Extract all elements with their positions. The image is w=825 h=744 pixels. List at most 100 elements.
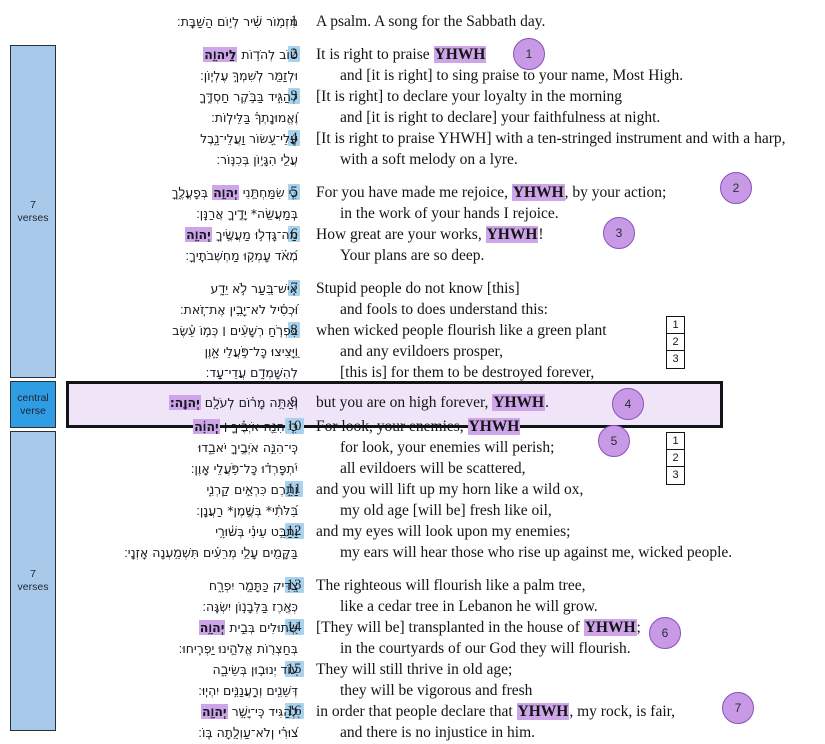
hebrew-line-v4-1: עֲֽלֵי־עָ֭שׂוֹר וַעֲלֵי־נָ֑בֶל <box>200 131 298 146</box>
verse-number-label: 1 <box>290 13 298 29</box>
divine-name-hebrew: יְהוָ֑ה <box>200 704 228 719</box>
hebrew-text: כִּ֤י שִׂמַּחְתַּ֣נִי <box>238 185 298 200</box>
sidebar-bar-upper-label-line1: 7 <box>30 198 36 211</box>
hebrew-line-v10-2: כִּֽי־הִנֵּ֣ה אֹיְבֶ֣יךָ יֹאבֵ֑דוּ <box>197 440 298 455</box>
verse-number-label: 15 <box>284 661 304 677</box>
english-line-v15-1: They will still thrive in old age; <box>316 659 816 680</box>
verse-number-label: 7 <box>288 280 300 296</box>
verse-number-label: 4 <box>288 130 300 146</box>
divine-name-hebrew: לַיהוָ֑ה <box>203 47 238 62</box>
english-line-v6-2: Your plans are so deep. <box>316 245 825 266</box>
english-text: [It is right to praise YHWH] with a ten-… <box>316 130 786 147</box>
divine-name-marker-circle-5: 5 <box>598 425 630 457</box>
hebrew-text: ט֗וֹב לְהֹד֥וֹת <box>237 47 298 62</box>
hebrew-line-v11-1: וַתָּ֣רֶם כִּרְאֵ֣ים קַרְנִ֑י <box>206 482 298 497</box>
sidebar-bar-lower-label-line2: verses <box>17 581 49 593</box>
english-text: for look, your enemies will perish; <box>340 439 555 456</box>
english-text: my old age [will be] fresh like oil, <box>340 502 552 519</box>
english-text: and any evildoers prosper, <box>340 343 503 360</box>
hebrew-line-v4-2: עֲלֵ֖י הִגָּי֣וֹן בְּכִנּֽוֹר׃ <box>216 152 298 167</box>
english-text: and [it is right to declare] your faithf… <box>340 109 661 126</box>
english-line-v7-2: and fools to does understand this: <box>316 299 825 320</box>
english-text: — <box>520 418 536 435</box>
hebrew-line-v15-2: דְּשֵׁנִ֖ים וְרַֽעֲנַנִּ֣ים יִהְיֽוּ׃ <box>198 683 298 698</box>
verse-number-label: 12 <box>284 523 304 539</box>
english-text: but you are on high forever, <box>316 394 493 411</box>
hebrew-line-v1-1: מִזְמ֥וֹר שִׁ֗יר לְי֣וֹם הַשַּׁבָּֽת׃ <box>177 14 298 29</box>
marker-circle-label: 5 <box>610 434 618 448</box>
english-line-v7-1: Stupid people do not know [this] <box>316 278 816 299</box>
english-text: For look, your enemies, <box>316 418 468 435</box>
hebrew-line-v16-1: לְ֭הַגִּיד כִּֽי־יָשָׁ֣ר יְהוָ֑ה <box>68 701 298 722</box>
divine-name-hebrew: יְהוָ֣ה <box>212 185 239 200</box>
verse-number-8: 8 <box>283 320 305 341</box>
english-line-v2-2: and [it is right] to sing praise to your… <box>316 65 825 86</box>
structure-sidebar: 7 verses central verse 7 verses <box>10 0 58 744</box>
english-line-v8-2: and any evildoers prosper, <box>316 341 825 362</box>
english-line-v16-2: and there is no injustice in him. <box>316 722 825 743</box>
divine-name-english: YHWH <box>433 46 487 63</box>
english-line-v3-2: and [it is right to declare] your faithf… <box>316 107 825 128</box>
divine-name-hebrew: יְהוָ֑ה <box>198 620 226 635</box>
hebrew-text: מַה־גָּדְל֣וּ מַעֲשֶׂ֣יךָ <box>211 227 298 242</box>
english-line-v14-1: [They will be] transplanted in the house… <box>316 617 816 638</box>
verse-number-6: 6 <box>283 224 305 245</box>
verse-number-9: 9 <box>283 392 305 413</box>
divine-name-english: YHWH <box>485 226 539 243</box>
english-line-v8-1: when wicked people flourish like a green… <box>316 320 816 341</box>
divine-name-english: YHWH <box>583 619 637 636</box>
hebrew-line-v5-2: בְּֽמַעֲשֵׂ֖ה* יָדֶ֣יךָ אֲרַנֵּֽן׃ <box>196 206 298 221</box>
hebrew-line-v6-2: מְ֝אֹ֗ד עָמְק֥וּ מַחְשְׁבֹתֶֽיךָ׃ <box>185 248 298 263</box>
english-line-v10-2: for look, your enemies will perish; <box>316 437 825 458</box>
sidebar-bar-central-label-line1: central <box>17 391 49 404</box>
english-text: It is right to praise <box>316 46 434 63</box>
divine-name-hebrew: יְֽהוָ֗ה <box>193 419 220 434</box>
english-text: my ears will hear those who rise up agai… <box>340 544 733 561</box>
english-text: in the courtyards of our God they will f… <box>340 640 631 657</box>
verse-number-label: 14 <box>284 619 304 635</box>
colon-number-cell: 1 <box>667 433 684 450</box>
hebrew-line-v8-1: בִּפְרֹ֤חַ רְשָׁעִ֨ים ׀ כְּמ֥וֹ עֵ֗שֶׂב <box>172 323 298 338</box>
verse-number-label: 10 <box>284 418 304 434</box>
english-text: [They will be] transplanted in the house… <box>316 619 584 636</box>
sidebar-bar-upper-section: 7 verses <box>10 45 56 378</box>
english-text: For you have made me rejoice, <box>316 184 512 201</box>
verse-number-label: 13 <box>284 577 304 593</box>
english-line-v3-1: [It is right] to declare your loyalty in… <box>316 86 816 107</box>
marker-circle-label: 1 <box>525 47 533 61</box>
marker-circle-label: 4 <box>624 397 632 411</box>
english-text: Stupid people do not know [this] <box>316 280 520 297</box>
divine-name-marker-circle-3: 3 <box>603 217 635 249</box>
english-text: ! <box>538 226 544 243</box>
verse-number-1: 1 <box>283 11 305 32</box>
english-text: How great are your works, <box>316 226 486 243</box>
english-line-v8-3: [this is] for them to be destroyed forev… <box>316 362 825 383</box>
verse-number-2: 2 <box>283 44 305 65</box>
divine-name-marker-circle-7: 7 <box>722 692 754 724</box>
hebrew-line-v12-2: בַּקָּמִ֖ים עָלַ֥י מְרֵעִ֗ים תִּשְׁמַ֥עְ… <box>124 545 298 560</box>
sidebar-bar-lower-section: 7 verses <box>10 431 56 731</box>
colon-number-cell: 2 <box>667 334 684 351</box>
verse-number-label: 11 <box>284 481 304 497</box>
english-text: The righteous will flourish like a palm … <box>316 577 586 594</box>
sidebar-bar-upper-label-line2: verses <box>17 211 49 224</box>
english-text: [this is] for them to be destroyed forev… <box>340 364 595 381</box>
divine-name-hebrew: יְהוָ֑ה <box>185 227 212 242</box>
english-text: , my rock, is fair, <box>569 703 676 720</box>
english-line-v5-2: in the work of your hands I rejoice. <box>316 203 825 224</box>
hebrew-line-v13-2: כְּאֶ֖רֶז בַּלְּבָנ֣וֹן יִשְׂגֶּֽה׃ <box>202 599 298 614</box>
english-line-v2-1: It is right to praise YHWH <box>316 44 816 65</box>
english-line-v10-1: For look, your enemies, YHWH— <box>316 416 816 437</box>
english-line-v9-1: but you are on high forever, YHWH. <box>316 392 816 413</box>
divine-name-marker-circle-4: 4 <box>612 388 644 420</box>
verse-number-7: 7 <box>283 278 305 299</box>
hebrew-line-v5-1: כִּ֤י שִׂמַּחְתַּ֣נִי יְהוָ֣ה בְּפָעֳלֶ֑… <box>68 182 298 203</box>
hebrew-line-v6-1: מַה־גָּדְל֣וּ מַעֲשֶׂ֣יךָ יְהוָ֑ה <box>68 224 298 245</box>
english-text: in order that people declare that <box>316 703 517 720</box>
english-line-v4-2: with a soft melody on a lyre. <box>316 149 825 170</box>
verse-number-15: 15 <box>283 659 305 680</box>
english-text: like a cedar tree in Lebanon he will gro… <box>340 598 598 615</box>
english-text: . <box>545 394 549 411</box>
